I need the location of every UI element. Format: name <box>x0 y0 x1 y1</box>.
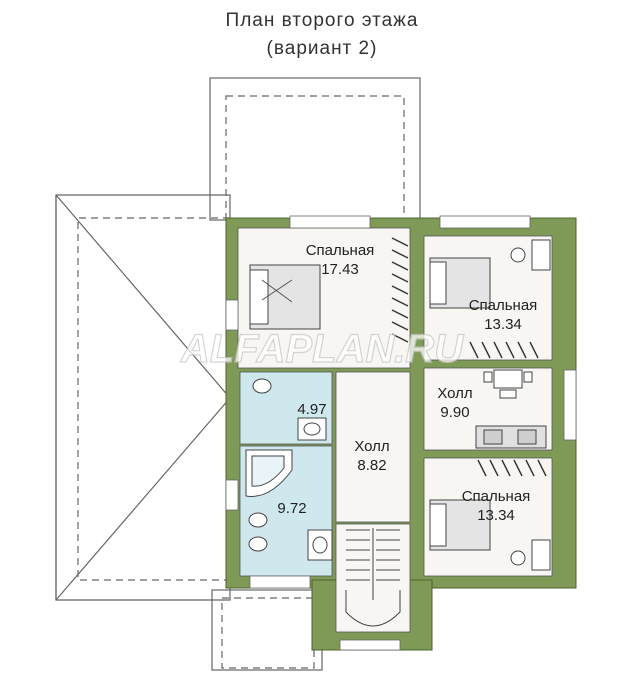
wardrobe-bedroom-1 <box>391 237 409 343</box>
desk-bedroom-2 <box>510 239 551 271</box>
plan-subtitle: (вариант 2) <box>266 38 378 59</box>
roof-outline-left <box>55 194 231 601</box>
bed-bedroom-1 <box>249 264 321 330</box>
bathroom-small-area-label: 4.97 <box>297 401 326 418</box>
watermark: ALFAPLAN.RU <box>180 327 464 371</box>
bedroom-3-name: Спальная <box>462 488 531 505</box>
plan-title: План второго этажа <box>225 10 419 31</box>
wardrobe-bedroom-2 <box>469 341 539 359</box>
toilet-large <box>248 512 268 552</box>
roof-outline-bottom <box>211 589 323 671</box>
desk-bedroom-3 <box>510 539 551 571</box>
bedroom-1-name: Спальная <box>306 242 375 259</box>
room-labels: Спальная 17.43 Спальная 13.34 Холл 9.90 … <box>277 242 537 524</box>
hall-right-area-label: 9.90 <box>440 404 469 421</box>
hall-center-area-label: 8.82 <box>357 457 386 474</box>
hall-table <box>483 369 533 399</box>
sink-small <box>297 417 327 441</box>
bathtub <box>245 449 293 497</box>
bedroom-2-name: Спальная <box>469 297 538 314</box>
hall-sofa <box>475 425 547 449</box>
roof-outline-top <box>209 77 421 227</box>
bedroom-3-area-label: 13.34 <box>477 507 515 524</box>
hall-center-area <box>335 371 411 523</box>
bedroom-2-area-label: 13.34 <box>484 316 522 333</box>
toilet-small <box>252 378 272 394</box>
sink-large <box>307 529 333 561</box>
wardrobe-bedroom-3 <box>477 459 547 477</box>
windows <box>225 215 577 651</box>
bed-bedroom-2 <box>429 257 491 309</box>
hall-center-name: Холл <box>354 438 389 455</box>
staircase <box>345 528 401 627</box>
bathroom-large-area-label: 9.72 <box>277 500 306 517</box>
bedroom-1-area-label: 17.43 <box>321 261 359 278</box>
hall-right-name: Холл <box>437 385 472 402</box>
bed-bedroom-3 <box>429 499 491 551</box>
